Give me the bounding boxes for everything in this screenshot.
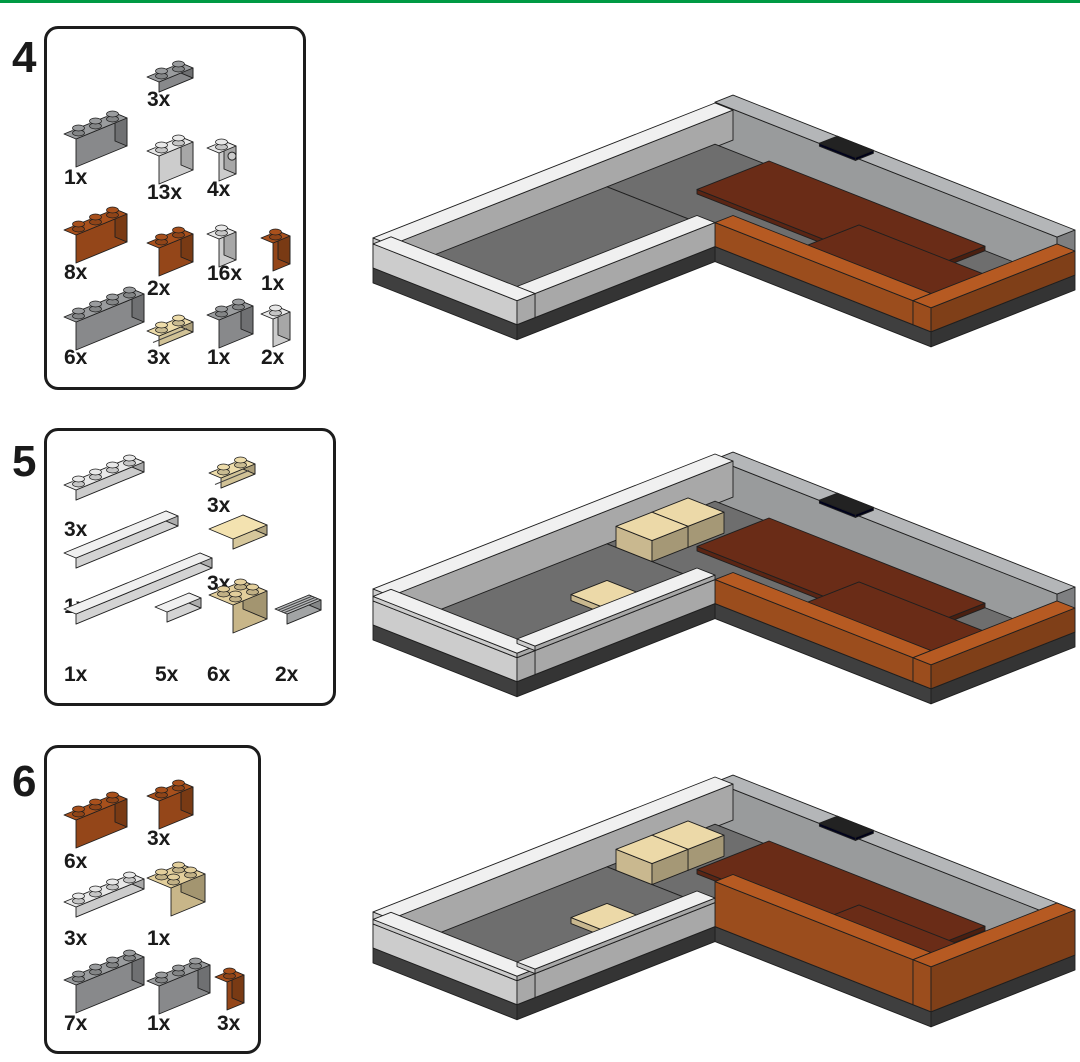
part-quantity: 8x [64, 261, 88, 284]
part-icon [207, 573, 269, 635]
part-quantity: 6x [207, 663, 231, 686]
part-quantity: 3x [147, 346, 171, 369]
top-accent-bar [0, 0, 1080, 3]
part-icon [207, 451, 257, 490]
part-quantity: 2x [147, 277, 171, 300]
part-icon [62, 449, 146, 502]
part-quantity: 3x [64, 518, 88, 541]
parts-callout-step-5: 3x 1x 1x 5x 3x 3x 6x 2x [44, 428, 336, 706]
model-step-4 [372, 94, 1076, 348]
part-quantity: 6x [64, 850, 88, 873]
part-quantity: 3x [217, 1012, 241, 1035]
part-icon [145, 856, 207, 918]
part-icon [145, 221, 195, 278]
model-wall-tile [372, 588, 536, 659]
part-icon [62, 201, 129, 265]
parts-callout-step-6: 6x 3x 3x 1x 7x 1x 3x [44, 745, 261, 1054]
part-quantity: 4x [207, 178, 231, 201]
model-black-tile [818, 492, 874, 518]
part-quantity: 1x [261, 272, 285, 295]
part-icon [153, 591, 203, 624]
model-wall-tile [372, 911, 536, 982]
step-number: 4 [12, 33, 37, 82]
part-quantity: 3x [64, 927, 88, 950]
part-quantity: 1x [147, 927, 171, 950]
model-end-wall-right [912, 600, 1076, 690]
part-icon [145, 129, 195, 186]
part-quantity: 7x [64, 1012, 88, 1035]
part-icon [145, 55, 195, 94]
model-tan-crate [615, 511, 689, 562]
model-black-tile [818, 815, 874, 841]
part-quantity: 16x [207, 262, 243, 285]
part-icon [205, 133, 238, 183]
part-icon [62, 551, 214, 626]
model-wall-tile [516, 567, 716, 652]
part-icon [145, 309, 195, 348]
part-icon [273, 593, 323, 626]
part-quantity: 13x [147, 181, 183, 204]
parts-callout-step-4: 3x 1x 13x 4x 8x 2x 16x 1x 6x 3x 1x 2x [44, 26, 306, 390]
part-icon [145, 774, 195, 831]
model-black-tile [818, 135, 874, 161]
step-number: 5 [12, 437, 37, 486]
step-number: 6 [12, 757, 37, 806]
part-quantity: 6x [64, 346, 88, 369]
part-quantity: 3x [207, 494, 231, 517]
model-step-5 [372, 451, 1076, 705]
model-end-wall-left [372, 236, 536, 326]
part-icon [62, 866, 146, 919]
part-icon [259, 223, 292, 273]
part-quantity: 1x [64, 166, 88, 189]
part-icon [259, 299, 292, 349]
part-quantity: 1x [147, 1012, 171, 1035]
model-wall-tile [516, 890, 716, 975]
part-icon [62, 281, 146, 352]
part-icon [62, 944, 146, 1015]
part-icon [205, 293, 255, 350]
model-end-wall-right [912, 243, 1076, 333]
part-quantity: 1x [207, 346, 231, 369]
part-icon [62, 105, 129, 169]
part-quantity: 3x [147, 88, 171, 111]
part-quantity: 2x [275, 663, 299, 686]
part-icon [62, 786, 129, 850]
part-icon [62, 509, 180, 570]
part-icon [207, 513, 269, 551]
part-quantity: 2x [261, 346, 285, 369]
model-step-6 [372, 774, 1076, 1028]
part-icon [213, 962, 246, 1012]
part-icon [145, 952, 212, 1016]
model-tan-crate [615, 834, 689, 885]
part-quantity: 1x [64, 663, 88, 686]
part-quantity: 5x [155, 663, 179, 686]
part-quantity: 3x [147, 827, 171, 850]
part-icon [205, 219, 238, 269]
model-end-wall-right [912, 902, 1076, 1013]
